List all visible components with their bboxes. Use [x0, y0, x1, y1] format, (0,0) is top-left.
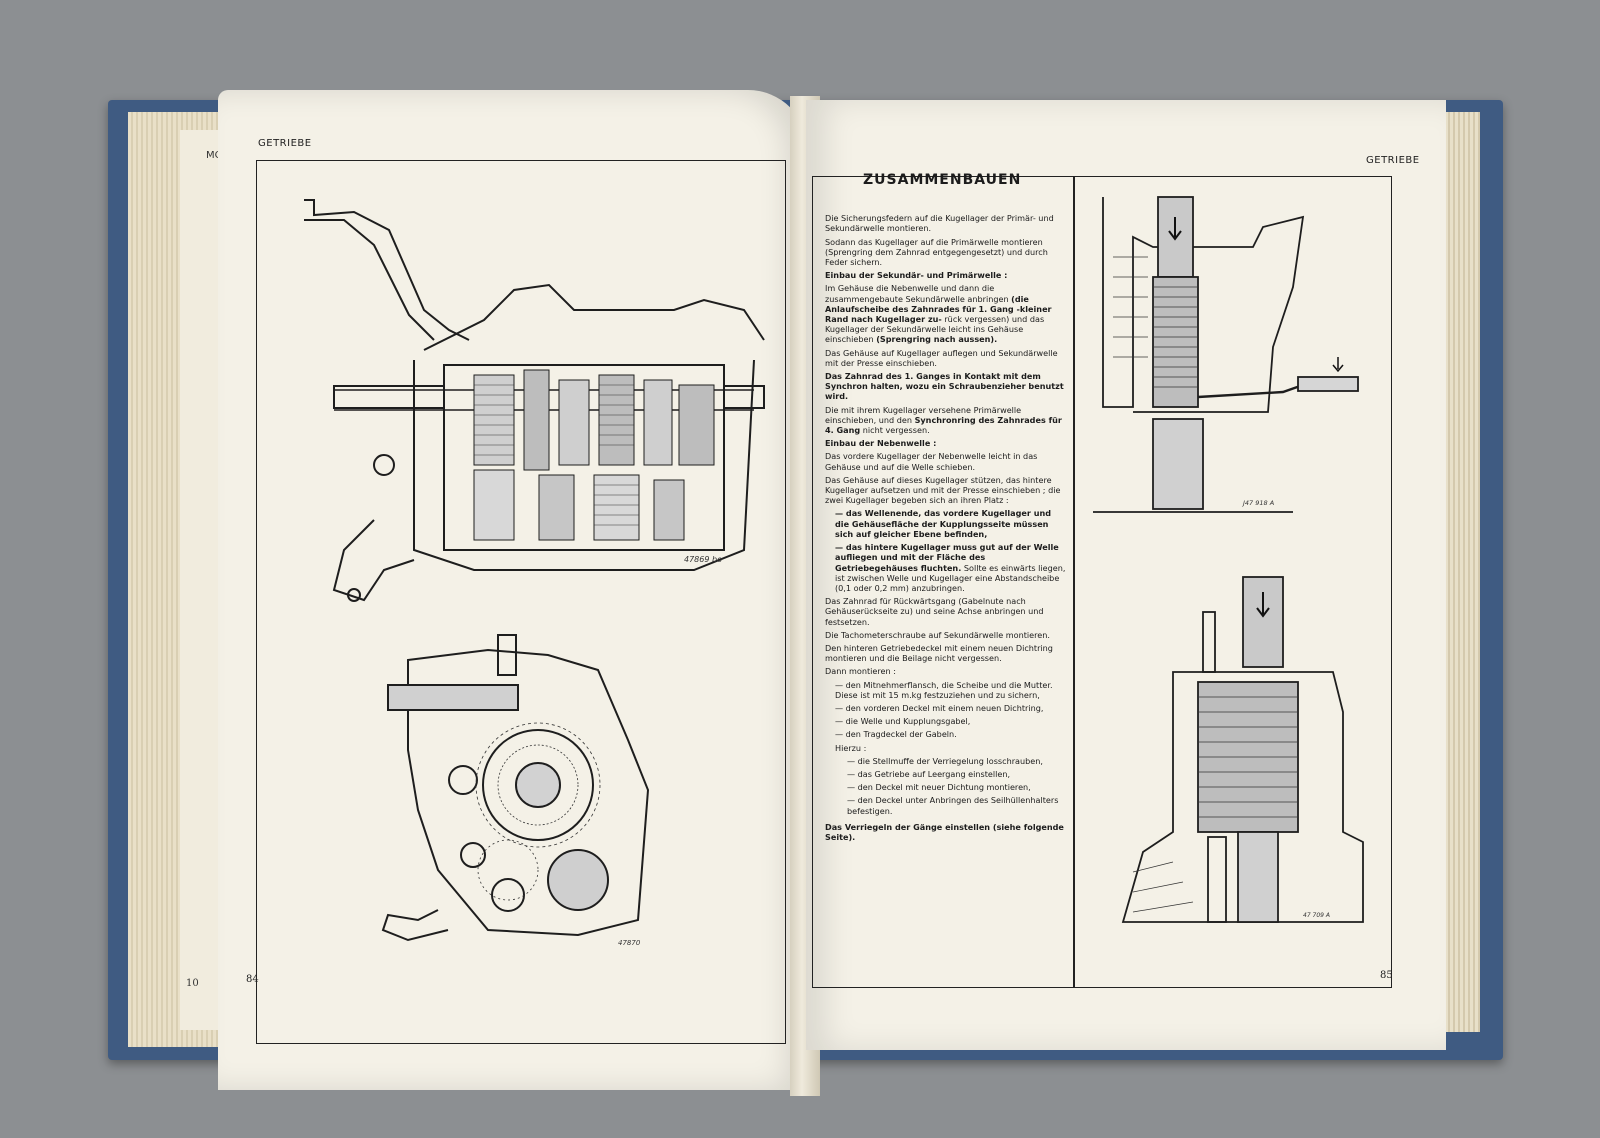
paragraph-tacho: Die Tachometerschraube auf Sekundärwelle…: [825, 629, 1050, 640]
paragraph-sekundaer: Im Gehäuse die Nebenwelle und dann die z…: [825, 283, 1052, 345]
bullet-2: — das hintere Kugellager muss gut auf de…: [835, 542, 1066, 593]
gearbox-section-drawing: 47869 bo: [304, 199, 765, 602]
sub-item-2: — das Getriebe auf Leergang einstellen,: [847, 768, 1011, 779]
paragraph-final: Das Verriegeln der Gänge einstellen (sie…: [825, 821, 1064, 842]
list-item-1: — den Mitnehmerflansch, die Scheibe und …: [835, 679, 1053, 700]
paragraph-neben-2: Das Gehäuse auf dieses Kugellager stütze…: [825, 474, 1061, 506]
paragraph-2: Sodann das Kugellager auf die Primärwell…: [825, 236, 1048, 268]
list-item-3: — die Welle und Kupplungsgabel,: [835, 716, 971, 727]
right-page: GETRIEBE ZUSAMMENBAUEN Die Sicherungsfed…: [806, 100, 1446, 1050]
right-figure1-ref: J47 918 A: [1241, 499, 1274, 507]
paragraph-dann: Dann montieren :: [825, 666, 896, 677]
right-page-number: 85: [1380, 970, 1393, 981]
heading-neben: Einbau der Nebenwelle :: [825, 438, 937, 449]
figure2-ref: 47870: [618, 939, 641, 947]
left-page-number: 84: [246, 974, 259, 985]
sub-item-4: — den Deckel unter Anbringen des Seilhül…: [847, 795, 1059, 816]
paragraph-primaer: Die mit ihrem Kugellager versehene Primä…: [825, 404, 1062, 436]
instruction-column: ZUSAMMENBAUEN Die Sicherungsfedern auf d…: [825, 172, 1067, 845]
underlying-page-number: 10: [186, 978, 199, 989]
underlying-page-label: MO: [206, 150, 223, 161]
paragraph-gehaeuse: Das Gehäuse auf Kugellager auflegen und …: [825, 347, 1058, 368]
left-page: GETRIEBE 84: [218, 90, 808, 1090]
bullet-1: — das Wellenende, das vordere Kugellager…: [835, 508, 1052, 539]
paragraph-rueck: Das Zahnrad für Rückwärtsgang (Gabelnute…: [825, 596, 1044, 627]
press-assembly-drawing-1: J47 918 A: [1093, 196, 1359, 513]
paragraph-neben-1: Das vordere Kugellager der Nebenwelle le…: [825, 451, 1038, 472]
list-item-2: — den vorderen Deckel mit einem neuen Di…: [835, 702, 1044, 713]
section-title: ZUSAMMENBAUEN: [863, 172, 1022, 188]
heading-sekundaer: Einbau der Sekundär- und Primärwelle :: [825, 270, 1008, 281]
gearbox-end-view-drawing: 47870: [381, 634, 650, 947]
paragraph-1: Die Sicherungsfedern auf die Kugellager …: [825, 213, 1054, 234]
sub-item-1: — die Stellmuffe der Verriegelung lossch…: [847, 755, 1043, 766]
right-figure2-ref: 47 709 A: [1303, 912, 1330, 919]
paragraph-hierzu: Hierzu :: [835, 742, 867, 753]
left-page-frame: [256, 160, 786, 1044]
right-page-frame: ZUSAMMENBAUEN Die Sicherungsfedern auf d…: [812, 172, 1392, 988]
paragraph-deckel: Den hinteren Getriebedeckel mit einem ne…: [825, 642, 1053, 664]
list-item-4: — den Tragdeckel der Gabeln.: [835, 729, 957, 740]
figure1-ref: 47869 bo: [684, 555, 722, 564]
left-running-head: GETRIEBE: [258, 138, 312, 149]
right-running-head: GETRIEBE: [1366, 155, 1420, 166]
paragraph-zahnrad: Das Zahnrad des 1. Ganges in Kontakt mit…: [825, 371, 1064, 402]
sub-item-3: — den Deckel mit neuer Dichtung montiere…: [847, 782, 1031, 793]
press-assembly-drawing-2: 47 709 A: [1121, 576, 1364, 923]
column-rule: [1073, 177, 1075, 987]
